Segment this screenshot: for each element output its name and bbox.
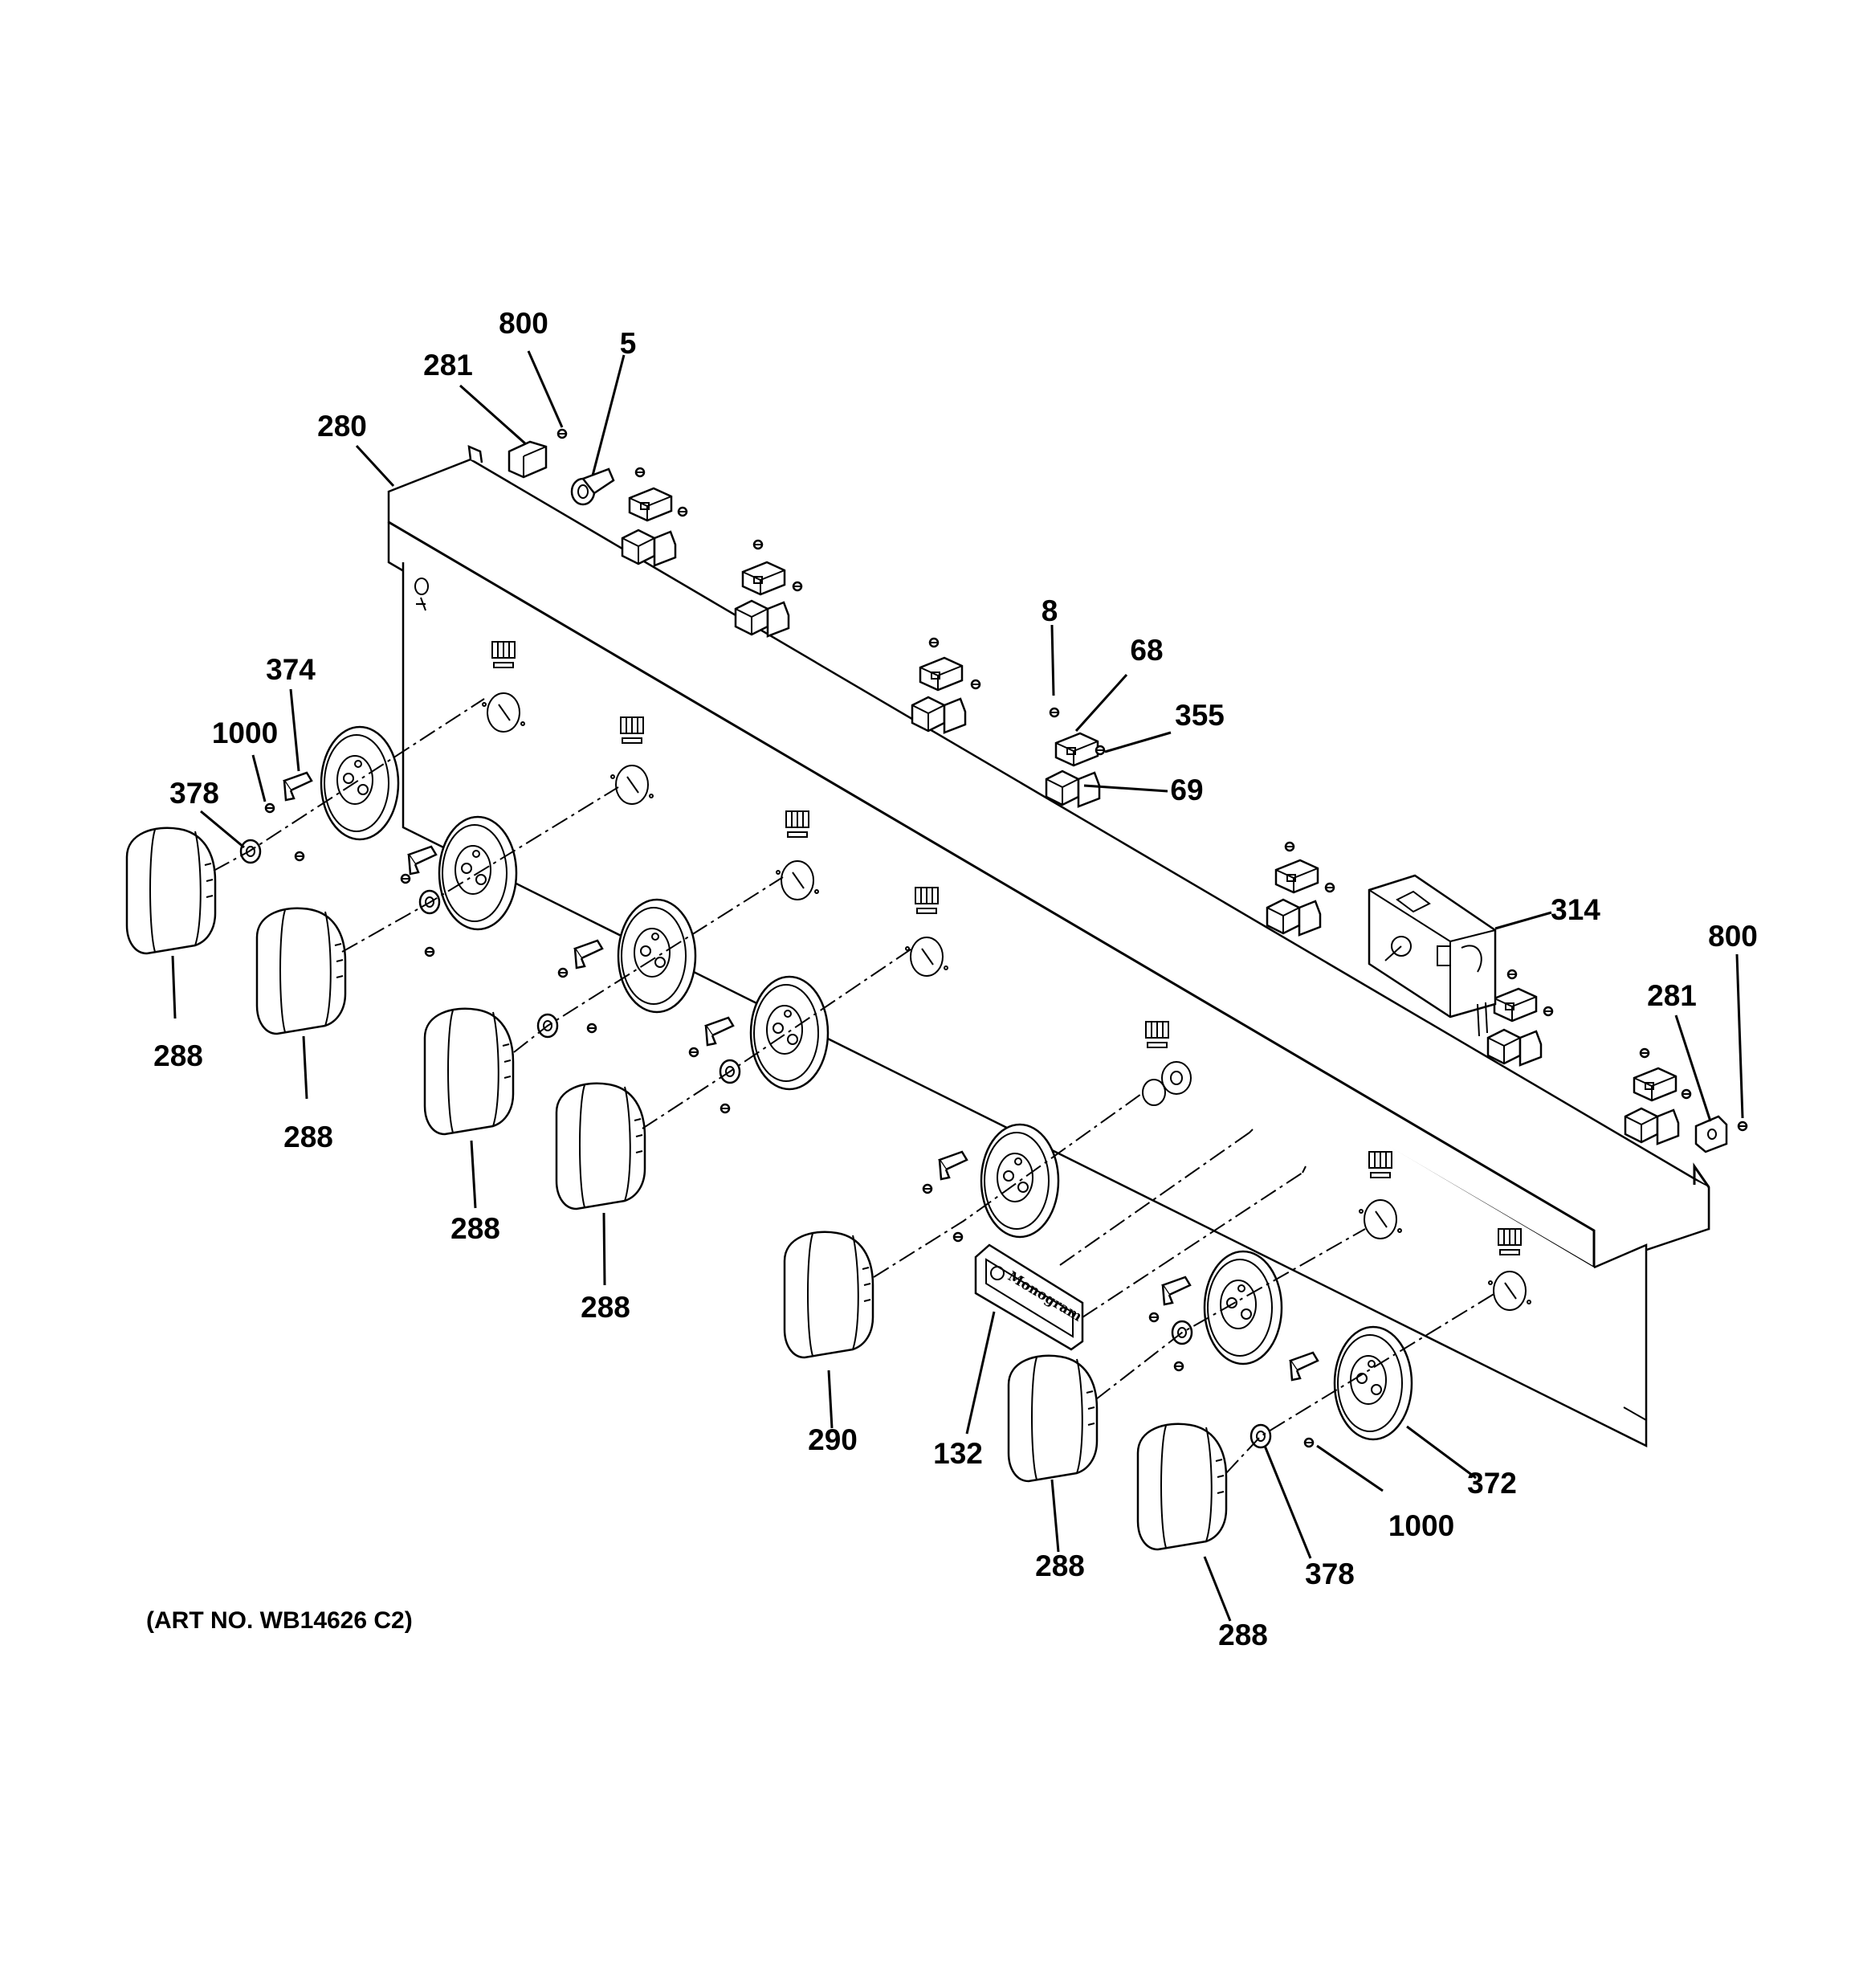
callout-355: 355 [1175,699,1225,732]
bracket-281-left [508,428,568,479]
callout-288-a: 288 [153,1039,203,1072]
callout-290: 290 [808,1423,858,1456]
callout-132: 132 [933,1437,983,1470]
monogram-badge-132: Monogram [974,1243,1085,1351]
control-panel-body [387,444,1710,1448]
callout-labels: 800 5 281 280 374 1000 378 288 288 288 2… [153,307,1758,1651]
art-number: (ART NO. WB14626 C2) [146,1607,413,1634]
leader-lines [171,350,1744,1622]
switch-assembly-314 [1368,874,1497,1037]
indicator-light-5 [570,467,615,506]
callout-288-b: 288 [283,1121,333,1153]
callout-1000-right: 1000 [1388,1509,1454,1542]
bracket-281-right [1694,1115,1748,1153]
callout-1000-left: 1000 [212,716,278,749]
callout-378-right: 378 [1305,1557,1355,1590]
callout-374: 374 [266,653,316,686]
callout-281-right: 281 [1647,979,1697,1012]
panel-face-holes [482,692,1531,1311]
callout-288-f: 288 [1218,1619,1268,1651]
callout-800-top: 800 [499,307,548,340]
callout-281-top: 281 [423,349,473,382]
callout-69: 69 [1170,774,1203,806]
callout-372: 372 [1467,1467,1517,1500]
callout-288-d: 288 [581,1291,630,1324]
callout-5: 5 [620,327,637,360]
callout-8: 8 [1042,594,1058,627]
callout-288-c: 288 [450,1212,500,1245]
callout-800-right: 800 [1708,920,1758,953]
callout-314: 314 [1551,893,1600,926]
assembly-lines [213,698,1496,1474]
callout-288-e: 288 [1035,1549,1085,1582]
callout-280: 280 [317,410,367,443]
callout-68: 68 [1130,634,1163,667]
callout-378-left: 378 [169,777,219,810]
